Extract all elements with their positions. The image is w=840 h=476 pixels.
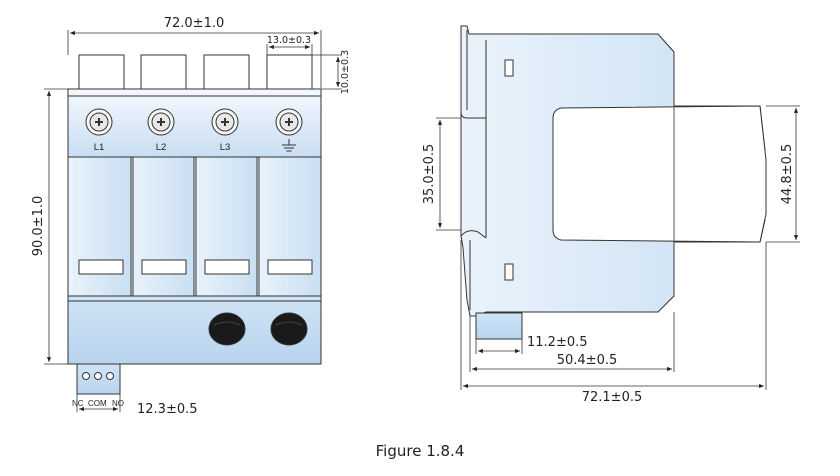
front-dimensions (44, 30, 342, 412)
screw-icon (147, 108, 175, 136)
contact-label-com: COM (88, 399, 107, 408)
dim-contact-offset: 12.3±0.5 (137, 402, 198, 417)
screw-icon (85, 108, 113, 136)
module-1 (67, 156, 132, 297)
dim-clip-depth: 11.2±0.5 (527, 335, 588, 350)
figure-caption: Figure 1.8.4 (375, 442, 465, 460)
contact-label-nc: NC (72, 399, 84, 408)
dim-overall-height: 90.0±1.0 (31, 196, 46, 257)
side-dimensions (436, 105, 800, 390)
contact-hole-icon (94, 372, 102, 380)
remote-contact-tab (475, 312, 523, 340)
dim-overall-width: 72.0±1.0 (164, 16, 225, 31)
contact-label-no: NO (112, 399, 124, 408)
terminal-block-2 (140, 54, 187, 90)
terminal-block-3 (203, 54, 250, 90)
dim-rail: 35.0±0.5 (422, 144, 437, 205)
vent-slot (504, 59, 514, 77)
module-4 (256, 156, 322, 297)
contact-hole-icon (106, 372, 114, 380)
terminal-block-4 (266, 54, 313, 90)
contact-hole-icon (82, 372, 90, 380)
status-window-1 (78, 259, 124, 275)
pole-label-l1: L1 (94, 142, 105, 153)
screw-icon (211, 108, 239, 136)
dim-total-depth: 72.1±0.5 (582, 390, 643, 405)
side-view (460, 25, 767, 340)
dim-depth-to-front: 50.4±0.5 (557, 353, 618, 368)
dim-terminal-width: 13.0±0.3 (267, 35, 311, 46)
ground-icon (282, 139, 296, 152)
status-window-3 (204, 259, 250, 275)
indicator-window-2 (270, 312, 308, 346)
indicator-window-1 (208, 312, 246, 346)
module-3 (193, 156, 258, 297)
dim-terminal-height: 10.0±0.3 (340, 50, 351, 94)
screw-icon (275, 108, 303, 136)
status-window-2 (141, 259, 187, 275)
status-window-4 (267, 259, 313, 275)
module-2 (130, 156, 195, 297)
pole-label-l3: L3 (220, 142, 231, 153)
vent-slot (504, 263, 514, 281)
front-view (67, 54, 322, 395)
pole-label-l2: L2 (156, 142, 167, 153)
terminal-block-1 (78, 54, 125, 90)
dim-front-height: 44.8±0.5 (780, 144, 795, 205)
